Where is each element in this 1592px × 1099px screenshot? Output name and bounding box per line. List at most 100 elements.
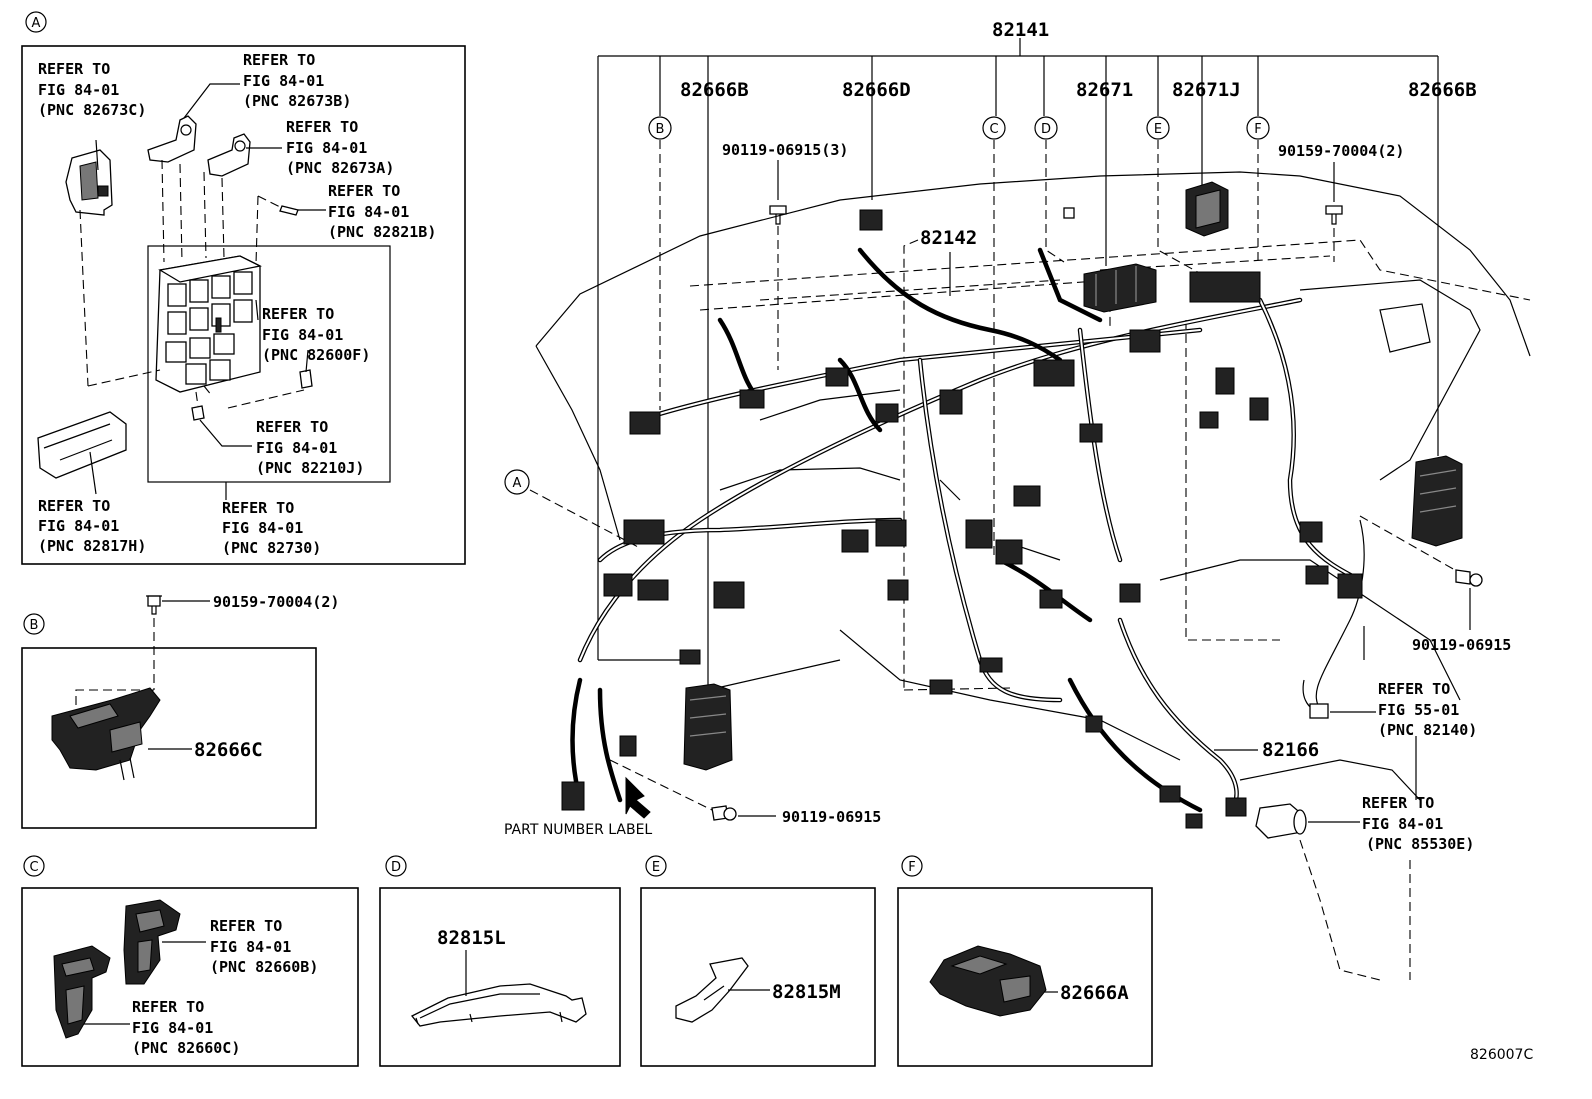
part-number-label-text: PART NUMBER LABEL — [504, 822, 652, 838]
svg-text:REFER TO: REFER TO — [328, 182, 400, 200]
svg-text:C: C — [29, 860, 38, 875]
svg-text:FIG 84-01: FIG 84-01 — [222, 519, 303, 537]
panel-e-frame — [640, 887, 876, 1067]
refer-label-82730: REFER TO FIG 84-01 (PNC 82730) — [222, 499, 321, 557]
panel-c-frame — [21, 887, 359, 1067]
svg-text:REFER TO: REFER TO — [243, 51, 315, 69]
svg-text:(PNC 85530E): (PNC 85530E) — [1366, 835, 1474, 853]
connector-82666b-right-icon — [1411, 455, 1463, 547]
callout-82671: 82671 — [1076, 79, 1133, 101]
section-marker-f-main: F — [1246, 116, 1270, 140]
svg-text:REFER TO: REFER TO — [38, 497, 110, 515]
refer-label-82673a: REFER TO FIG 84-01 (PNC 82673A) — [286, 118, 394, 177]
part-label-82666c: 82666C — [194, 739, 263, 761]
svg-text:REFER TO: REFER TO — [1378, 680, 1450, 698]
cover-part-icon — [37, 411, 127, 479]
clamp-part-icon — [53, 945, 111, 1039]
callout-90119-06915-3: 90119-06915(3) — [722, 141, 848, 159]
section-marker-e-main: E — [1146, 116, 1170, 140]
figure-code: 826007C — [1470, 1047, 1533, 1063]
part-label-82815l: 82815L — [437, 927, 506, 949]
panel-d-frame — [379, 887, 621, 1067]
socket-part-icon — [1225, 797, 1307, 839]
svg-text:C: C — [989, 122, 998, 137]
svg-text:F: F — [908, 860, 915, 875]
panel-d: D 82815L — [379, 855, 621, 1067]
callout-82142: 82142 — [920, 227, 977, 249]
fuse-part-icon — [191, 405, 205, 421]
panel-a-frame — [21, 45, 466, 565]
svg-text:E: E — [1154, 122, 1162, 137]
refer-label-82673b: REFER TO FIG 84-01 (PNC 82673B) — [243, 51, 351, 110]
section-marker-a-main: A — [504, 469, 530, 495]
svg-text:A: A — [513, 476, 522, 491]
clip-part-icon — [279, 205, 299, 216]
svg-text:E: E — [652, 860, 660, 875]
relay-82671-icon — [1083, 263, 1157, 313]
callout-82666d: 82666D — [842, 79, 911, 101]
connector-part-icon — [51, 687, 161, 781]
bracket-part-icon — [65, 149, 113, 216]
refer-label-82660c: REFER TO FIG 84-01 (PNC 82660C) — [132, 998, 240, 1057]
callout-90119-06915-right: 90119-06915 — [1412, 636, 1511, 654]
callout-82666b-left: 82666B — [680, 79, 749, 101]
svg-text:B: B — [30, 618, 39, 633]
svg-text:REFER TO: REFER TO — [222, 499, 294, 517]
refer-label-82673c: REFER TO FIG 84-01 (PNC 82673C) — [38, 60, 146, 119]
bolt-label: 90159-70004(2) — [213, 593, 339, 611]
refer-label-82660b: REFER TO FIG 84-01 (PNC 82660B) — [210, 917, 318, 976]
clamp-part-icon — [123, 899, 181, 985]
svg-text:FIG 84-01: FIG 84-01 — [132, 1019, 213, 1037]
protector-part-icon — [675, 957, 749, 1023]
refer-label-82821b: REFER TO FIG 84-01 (PNC 82821B) — [328, 182, 436, 241]
refer-label-82817h: REFER TO FIG 84-01 (PNC 82817H) — [38, 497, 146, 555]
callout-90159-70004-2: 90159-70004(2) — [1278, 142, 1404, 160]
callout-82666b-right: 82666B — [1408, 79, 1477, 101]
section-marker-c: C — [23, 855, 45, 877]
panel-c: C REFER TO FIG 84-01 (PNC 82660B) REFER … — [21, 855, 359, 1067]
svg-text:(PNC 82140): (PNC 82140) — [1378, 721, 1477, 739]
svg-text:B: B — [656, 122, 665, 137]
svg-text:(PNC 82210J): (PNC 82210J) — [256, 459, 364, 477]
svg-text:(PNC 82660B): (PNC 82660B) — [210, 958, 318, 976]
svg-text:FIG 84-01: FIG 84-01 — [210, 938, 291, 956]
relay-82671j-icon — [1185, 181, 1229, 237]
svg-text:FIG 84-01: FIG 84-01 — [243, 72, 324, 90]
svg-text:REFER TO: REFER TO — [210, 917, 282, 935]
section-marker-e: E — [645, 855, 667, 877]
svg-text:FIG 84-01: FIG 84-01 — [286, 139, 367, 157]
part-label-82666a: 82666A — [1060, 982, 1129, 1004]
panel-a: A — [21, 11, 466, 565]
fuse-part-icon — [299, 369, 313, 389]
connector-part-icon — [1309, 703, 1329, 719]
svg-text:REFER TO: REFER TO — [286, 118, 358, 136]
connector-82666b-left-icon — [683, 683, 733, 771]
panel-e: E 82815M — [640, 855, 876, 1067]
svg-text:(PNC 82660C): (PNC 82660C) — [132, 1039, 240, 1057]
svg-text:D: D — [1041, 122, 1051, 137]
section-marker-d: D — [385, 855, 407, 877]
refer-label-82600f: REFER TO FIG 84-01 (PNC 82600F) — [262, 305, 370, 364]
svg-text:FIG 55-01: FIG 55-01 — [1378, 701, 1459, 719]
panel-f-frame — [897, 887, 1153, 1067]
bolt-icon — [1325, 205, 1343, 225]
fuse-block-frame — [147, 245, 391, 483]
section-marker-b: B — [23, 613, 45, 635]
callout-82141: 82141 — [992, 19, 1049, 41]
section-marker-f: F — [901, 855, 923, 877]
bolt-icon — [711, 805, 737, 821]
svg-text:(PNC 82817H): (PNC 82817H) — [38, 537, 146, 555]
main-assembly: 82141 82666B 82666D 82671 82671J 82666B … — [504, 19, 1533, 1063]
svg-text:(PNC 82600F): (PNC 82600F) — [262, 346, 370, 364]
svg-text:FIG 84-01: FIG 84-01 — [38, 81, 119, 99]
part-label-arrow-icon — [625, 776, 651, 819]
svg-text:F: F — [1254, 122, 1261, 137]
panel-b-frame — [21, 647, 317, 829]
bolt-icon — [146, 595, 162, 615]
svg-text:REFER TO: REFER TO — [1362, 794, 1434, 812]
connector-part-icon — [929, 945, 1047, 1017]
section-marker-b-main: B — [648, 116, 672, 140]
bracket-part-icon — [147, 115, 197, 163]
